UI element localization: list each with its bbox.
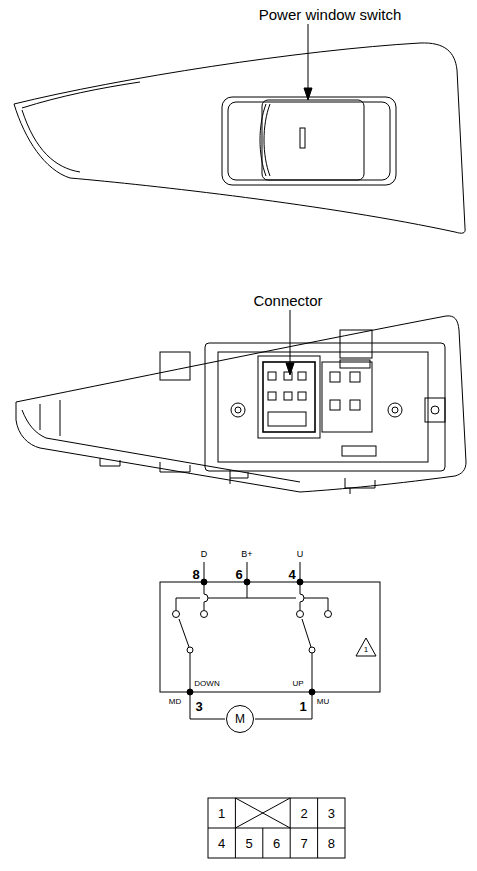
table-cell: 4 — [218, 837, 225, 850]
table-cell: 3 — [328, 807, 335, 820]
signal-name: DOWN — [194, 680, 219, 688]
table-cell: 2 — [300, 807, 307, 820]
leader-arrow — [304, 24, 312, 100]
note-number: 1 — [364, 646, 368, 654]
signal-name: UP — [292, 680, 303, 688]
part-name: Connector — [253, 293, 322, 308]
table-cell: 1 — [218, 807, 225, 820]
switch-schematic — [160, 562, 380, 719]
signal-name: MU — [317, 698, 329, 706]
signal-name: D — [201, 550, 208, 559]
door-trim-front — [14, 43, 465, 233]
table-cell: 6 — [273, 837, 280, 850]
signal-name: MD — [169, 698, 181, 706]
pin-number: 1 — [299, 700, 306, 713]
signal-name: B+ — [241, 550, 252, 559]
pin-table — [208, 798, 345, 858]
door-trim-back — [16, 316, 466, 494]
pin-number: 4 — [288, 568, 295, 581]
signal-name: U — [297, 550, 304, 559]
pin-number: 6 — [235, 568, 242, 581]
motor-symbol: M — [226, 705, 254, 733]
pin-number: 3 — [195, 700, 202, 713]
pin-number: 8 — [192, 568, 199, 581]
leader-arrow — [286, 310, 294, 375]
table-cell: 7 — [300, 837, 307, 850]
part-name: Power window switch — [259, 7, 402, 22]
table-cell: 8 — [328, 837, 335, 850]
table-cell: 5 — [245, 837, 252, 850]
motor-letter: M — [235, 713, 245, 725]
